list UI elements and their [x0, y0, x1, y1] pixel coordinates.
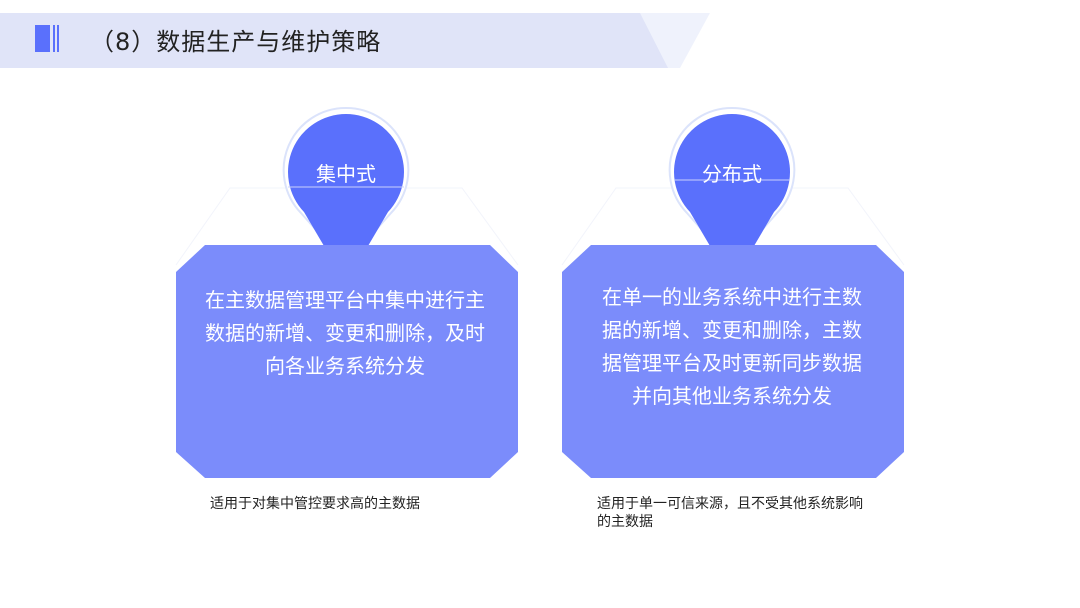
strategy-description-centralized: 在主数据管理平台中集中进行主数据的新增、变更和删除，及时向各业务系统分发 — [205, 288, 485, 378]
strategy-applicability-centralized: 适用于对集中管控要求高的主数据 — [210, 496, 420, 512]
strategy-label-distributed: 分布式 — [702, 162, 762, 186]
pin-centralized — [175, 106, 519, 478]
description-box — [562, 245, 904, 478]
strategy-label-centralized: 集中式 — [316, 162, 376, 186]
page-title: （8）数据生产与维护策略 — [90, 28, 382, 56]
pin-distributed — [561, 106, 905, 478]
strategy-applicability-distributed: 适用于单一可信来源，且不受其他系统影响的主数据 — [597, 496, 863, 530]
strategy-description-distributed: 在单一的业务系统中进行主数据的新增、变更和删除，主数据管理平台及时更新同步数据并… — [602, 285, 862, 408]
description-box — [176, 245, 518, 478]
header-square-icon — [35, 25, 50, 52]
